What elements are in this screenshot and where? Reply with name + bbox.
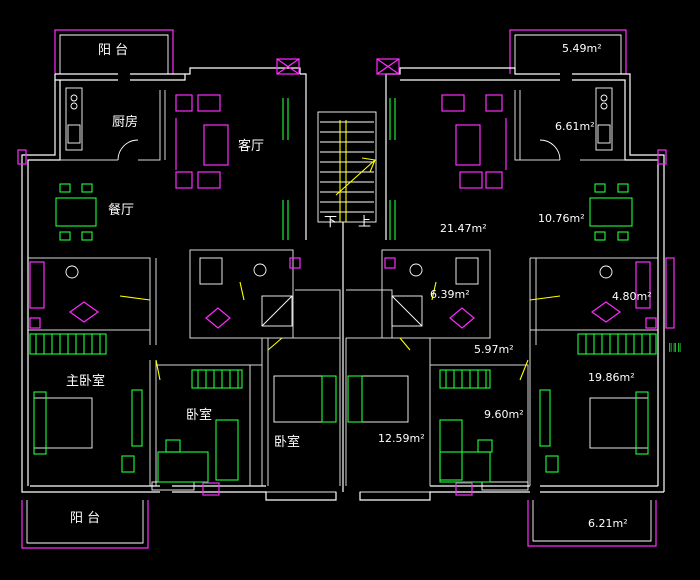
label-stair-up: 上 (358, 215, 371, 230)
area-bedroom-small-right: 9.60m² (484, 408, 524, 421)
side-marks: ∥∥∥ (17, 149, 682, 353)
area-living-right: 21.47m² (440, 222, 487, 235)
living-furniture-right (441, 94, 507, 189)
area-dining-right: 10.76m² (538, 212, 585, 225)
area-master-right: 19.86m² (588, 371, 635, 384)
area-bath-mid-right: 6.39m² (430, 288, 470, 301)
area-bedroom-mid-right: 12.59m² (378, 432, 425, 445)
label-bedroom-small: 卧室 (186, 407, 212, 423)
outer-walls (21, 67, 665, 501)
dining-table-right (589, 183, 633, 241)
label-stair-down: 下 (324, 215, 337, 230)
bathroom-fixtures (29, 257, 651, 329)
side-mark: ∥∥∥ (668, 343, 682, 353)
label-master-bedroom: 主卧室 (66, 373, 105, 389)
label-balcony-bottom-left: 阳 台 (70, 511, 100, 526)
balcony-bottom-right (527, 500, 657, 547)
label-kitchen: 厨房 (112, 114, 138, 130)
area-kitchen-right: 6.61m² (555, 120, 595, 133)
living-furniture-left (175, 94, 229, 189)
interior-walls (28, 90, 658, 486)
label-balcony-top-left: 阳 台 (98, 43, 128, 58)
area-balcony-bottom-right: 6.21m² (588, 517, 628, 530)
area-balcony-top-right: 5.49m² (562, 42, 602, 55)
area-hall-right: 5.97m² (474, 343, 514, 356)
balcony-top-left (54, 29, 174, 74)
label-living: 客厅 (238, 138, 264, 154)
dining-table-left (55, 183, 97, 241)
kitchen-fixtures (65, 87, 613, 161)
windows (29, 58, 657, 501)
doors (119, 98, 561, 381)
beds (33, 375, 649, 455)
wardrobes (29, 333, 657, 389)
staircase (317, 111, 377, 492)
balcony-top-right (509, 29, 627, 74)
balcony-bottom-left (21, 500, 149, 549)
label-bedroom-mid: 卧室 (274, 434, 300, 450)
area-bath-right: 4.80m² (612, 290, 652, 303)
label-dining: 餐厅 (108, 202, 134, 218)
desks (121, 419, 559, 483)
